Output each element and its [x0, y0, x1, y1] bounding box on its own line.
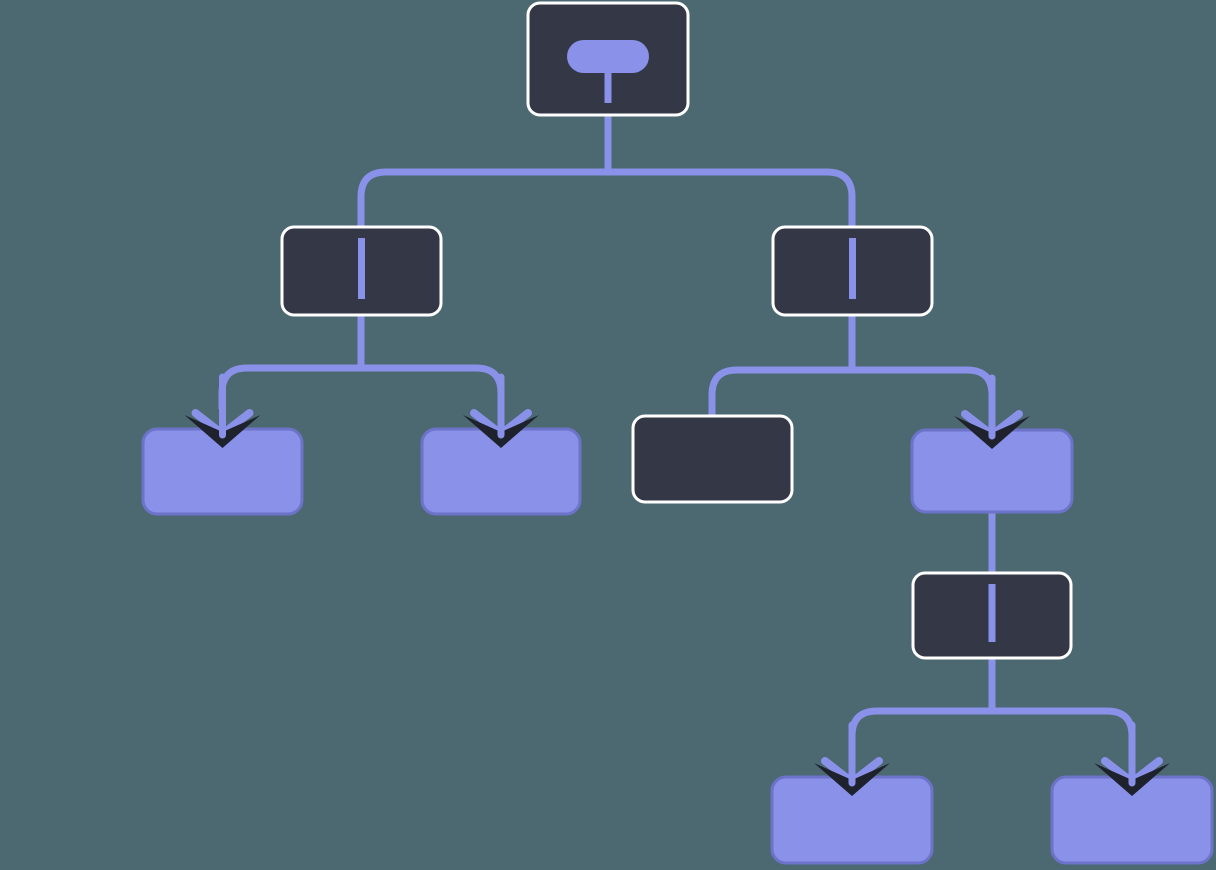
- arrow-chevron-dark: [1094, 763, 1170, 796]
- nodes-layer: [141, 1, 1214, 865]
- chevron-down-arrow-icon: [814, 721, 890, 796]
- chevron-down-arrow-icon: [954, 374, 1030, 449]
- chevron-down-arrow-icon: [1094, 721, 1170, 796]
- arrow-chevron-dark: [814, 763, 890, 796]
- edge-left-split: [218, 308, 505, 409]
- root-label-pill: [567, 40, 649, 73]
- decorations-layer: [358, 40, 996, 642]
- chevron-down-arrow-icon: [184, 373, 261, 448]
- arrows-layer: [184, 373, 1170, 796]
- chevron-down-arrow-icon: [463, 373, 539, 448]
- edge-bottom-split: [848, 652, 1136, 757]
- arrow-chevron-dark: [184, 415, 261, 448]
- arrow-chevron-dark: [954, 416, 1030, 449]
- edge-right-split: [708, 308, 996, 421]
- arrow-chevron-dark: [463, 415, 539, 448]
- dark-leaf-node: [631, 414, 794, 504]
- edge-root-split: [357, 100, 856, 232]
